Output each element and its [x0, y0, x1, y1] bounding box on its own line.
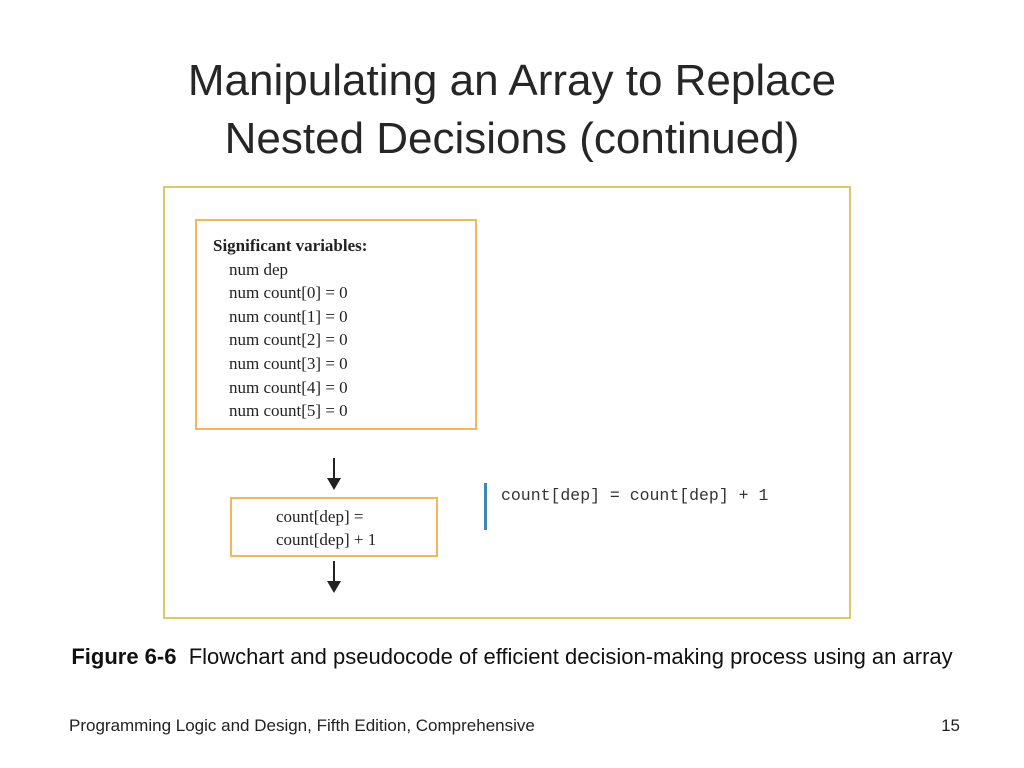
slide-title: Manipulating an Array to Replace Nested … [0, 52, 1024, 168]
flow-arrow-down-icon [327, 561, 341, 594]
variable-item: num count[0] = 0 [229, 283, 348, 303]
process-box: count[dep] = count[dep] + 1 [230, 497, 438, 557]
page-number: 15 [941, 716, 960, 735]
process-line-1: count[dep] = [276, 507, 364, 526]
slide-title-line-2: Nested Decisions (continued) [224, 114, 800, 163]
caption-label: Figure 6-6 [71, 644, 177, 669]
flow-arrow-down-icon [327, 458, 341, 490]
figure-caption: Figure 6-6 Flowchart and pseudocode of e… [0, 641, 1024, 672]
variable-item: num count[4] = 0 [229, 377, 348, 397]
footer-book-title: Programming Logic and Design, Fifth Edit… [69, 716, 535, 735]
variable-item: num dep [229, 259, 289, 279]
variable-item: num count[1] = 0 [229, 306, 348, 326]
slide-title-line-1: Manipulating an Array to Replace [187, 56, 837, 105]
variable-item: num count[3] = 0 [229, 353, 348, 373]
pseudocode-bar [484, 483, 487, 530]
variables-box: Significant variables: num dep num count… [195, 219, 477, 430]
figure-panel: Significant variables: num dep num count… [163, 186, 851, 619]
variables-list: num dep num count[0] = 0 num count[1] = … [213, 258, 475, 423]
pseudocode-line: count[dep] = count[dep] + 1 [501, 486, 769, 505]
process-line-2: count[dep] + 1 [276, 530, 377, 549]
variables-heading: Significant variables: [213, 236, 368, 255]
variable-item: num count[5] = 0 [229, 401, 348, 421]
caption-text: Flowchart and pseudocode of efficient de… [188, 644, 953, 669]
variable-item: num count[2] = 0 [229, 330, 348, 350]
